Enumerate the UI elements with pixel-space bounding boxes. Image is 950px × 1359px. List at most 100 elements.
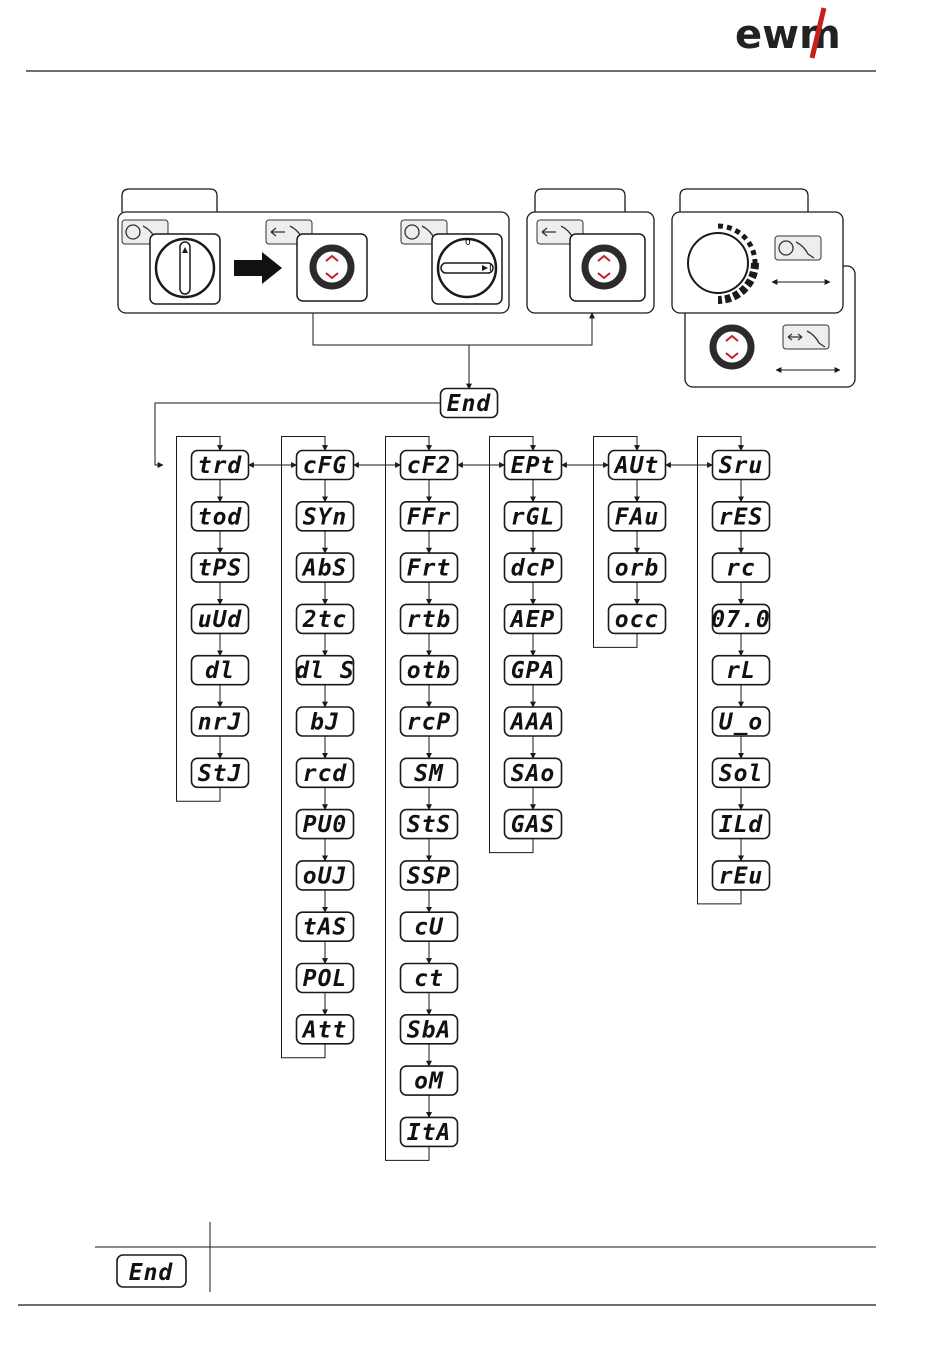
menu-loop-2 xyxy=(386,437,430,1161)
menu-item-2-8-text: SSP xyxy=(407,863,452,889)
menu-item-1-5: bJ xyxy=(297,707,354,736)
menu-item-5-8-text: rEu xyxy=(719,863,764,889)
menu-item-1-8: oUJ xyxy=(297,861,354,890)
menu-item-1-4: dl S xyxy=(295,656,354,685)
menu-item-4-1: FAu xyxy=(609,502,666,531)
menu-item-3-6: SAo xyxy=(505,758,562,787)
menu-item-3-1-text: rGL xyxy=(511,504,556,530)
menu-item-4-3: occ xyxy=(609,604,666,633)
menu-item-5-6-text: Sol xyxy=(719,761,764,787)
menu-item-2-5: rcP xyxy=(401,707,458,736)
menu-item-5-6: Sol xyxy=(713,758,770,787)
menu-item-1-0: cFG xyxy=(297,451,354,480)
arrows-press-hand-icon xyxy=(783,325,829,349)
menu-item-1-1-text: SYn xyxy=(303,504,348,530)
menu-item-2-2: Frt xyxy=(401,553,458,582)
menu-item-2-4: otb xyxy=(401,656,458,685)
menu-item-0-4-text: dl xyxy=(205,658,235,684)
control-knob-icon-2 xyxy=(570,234,645,301)
menu-item-5-1-text: rES xyxy=(719,504,764,530)
menu-item-0-4: dl xyxy=(192,656,249,685)
menu-item-4-2-text: orb xyxy=(615,556,660,582)
switch-on-label: I xyxy=(489,264,492,274)
menu-item-1-2-text: AbS xyxy=(301,556,348,582)
menu-item-3-0: EPt xyxy=(505,451,562,480)
menu-item-2-7: StS xyxy=(401,810,458,839)
rotate-press-hand-icon-3 xyxy=(775,236,821,260)
menu-item-5-0-text: Sru xyxy=(719,453,764,479)
main-switch-on-icon: 0 I xyxy=(432,234,502,304)
menu-item-0-1-text: tod xyxy=(198,504,243,530)
menu-item-5-4-text: rL xyxy=(726,658,756,684)
menu-item-5-7-text: ILd xyxy=(719,812,764,838)
switch-off-label: 0 xyxy=(465,238,471,248)
menu-item-1-9: tAS xyxy=(297,912,354,941)
menu-item-1-9-text: tAS xyxy=(303,915,348,941)
menu-item-5-4: rL xyxy=(713,656,770,685)
menu-item-4-1-text: FAu xyxy=(615,504,660,530)
menu-item-4-3-text: occ xyxy=(615,607,660,633)
menu-item-2-9: cU xyxy=(401,912,458,941)
panel-exit-menu xyxy=(527,189,654,313)
menu-item-3-7: GAS xyxy=(505,810,562,839)
menu-item-2-6-text: SM xyxy=(414,761,444,787)
menu-item-2-10: ct xyxy=(401,964,458,993)
ewm-logo: ewm xyxy=(735,8,841,58)
menu-item-1-1: SYn xyxy=(297,502,354,531)
menu-tree: EndtrdtodtPSuUddlnrJStJcFGSYnAbS2tcdl Sb… xyxy=(155,389,771,1161)
menu-item-2-11: SbA xyxy=(401,1015,458,1044)
menu-item-0-5-text: nrJ xyxy=(198,710,243,736)
menu-item-2-1-text: FFr xyxy=(407,504,452,530)
menu-item-1-3-text: 2tc xyxy=(302,607,348,633)
menu-item-1-0-text: cFG xyxy=(303,453,348,479)
menu-item-3-3: AEP xyxy=(505,604,562,633)
menu-item-1-2: AbS xyxy=(297,553,354,582)
menu-item-4-2: orb xyxy=(609,553,666,582)
menu-item-2-1: FFr xyxy=(401,502,458,531)
menu-item-4-0-text: AUt xyxy=(613,453,660,479)
menu-item-5-8: rEu xyxy=(713,861,770,890)
menu-item-0-6: StJ xyxy=(192,758,249,787)
menu-item-2-13-text: ItA xyxy=(407,1120,452,1146)
menu-item-2-0-text: cF2 xyxy=(407,453,452,479)
menu-item-3-5-text: AAA xyxy=(509,710,556,736)
menu-item-1-10-text: POL xyxy=(303,966,348,992)
menu-item-2-0: cF2 xyxy=(401,451,458,480)
menu-item-5-5-text: U_o xyxy=(719,710,764,736)
panel-connectors xyxy=(313,313,592,389)
logo-text: ewm xyxy=(735,12,841,58)
menu-item-2-7-text: StS xyxy=(407,812,452,838)
control-knob-icon-3 xyxy=(713,328,751,366)
main-switch-off-icon xyxy=(150,234,220,304)
menu-item-1-8-text: oUJ xyxy=(303,863,348,889)
menu-item-2-2-text: Frt xyxy=(407,556,452,582)
menu-item-0-0-text: trd xyxy=(198,453,243,479)
menu-item-2-3: rtb xyxy=(401,604,458,633)
menu-item-0-3-text: uUd xyxy=(198,607,243,633)
menu-item-2-9-text: cU xyxy=(414,915,444,941)
menu-item-2-3-text: rtb xyxy=(407,607,452,633)
menu-item-3-1: rGL xyxy=(505,502,562,531)
menu-item-5-2-text: rc xyxy=(726,556,756,582)
menu-item-2-13: ItA xyxy=(401,1117,458,1146)
menu-item-3-0-text: EPt xyxy=(511,453,556,479)
menu-item-2-12: oM xyxy=(401,1066,458,1095)
menu-item-0-6-text: StJ xyxy=(198,761,243,787)
menu-item-1-11: Att xyxy=(297,1015,354,1044)
menu-item-1-3: 2tc xyxy=(297,604,354,633)
menu-item-4-0: AUt xyxy=(609,451,666,480)
menu-item-3-2-text: dcP xyxy=(511,556,556,582)
menu-item-2-12-text: oM xyxy=(414,1069,444,1095)
menu-item-3-4-text: GPA xyxy=(511,658,556,684)
menu-item-2-6: SM xyxy=(401,758,458,787)
menu-item-1-5-text: bJ xyxy=(310,710,340,736)
menu-item-3-5: AAA xyxy=(505,707,562,736)
menu-item-3-7-text: GAS xyxy=(511,812,556,838)
menu-item-2-10-text: ct xyxy=(414,966,444,992)
menu-item-3-3-text: AEP xyxy=(509,607,556,633)
menu-item-0-2: tPS xyxy=(192,553,249,582)
menu-item-1-6: rcd xyxy=(297,758,354,787)
menu-item-5-3-text: 07.0 xyxy=(711,607,770,633)
menu-item-2-5-text: rcP xyxy=(407,710,452,736)
